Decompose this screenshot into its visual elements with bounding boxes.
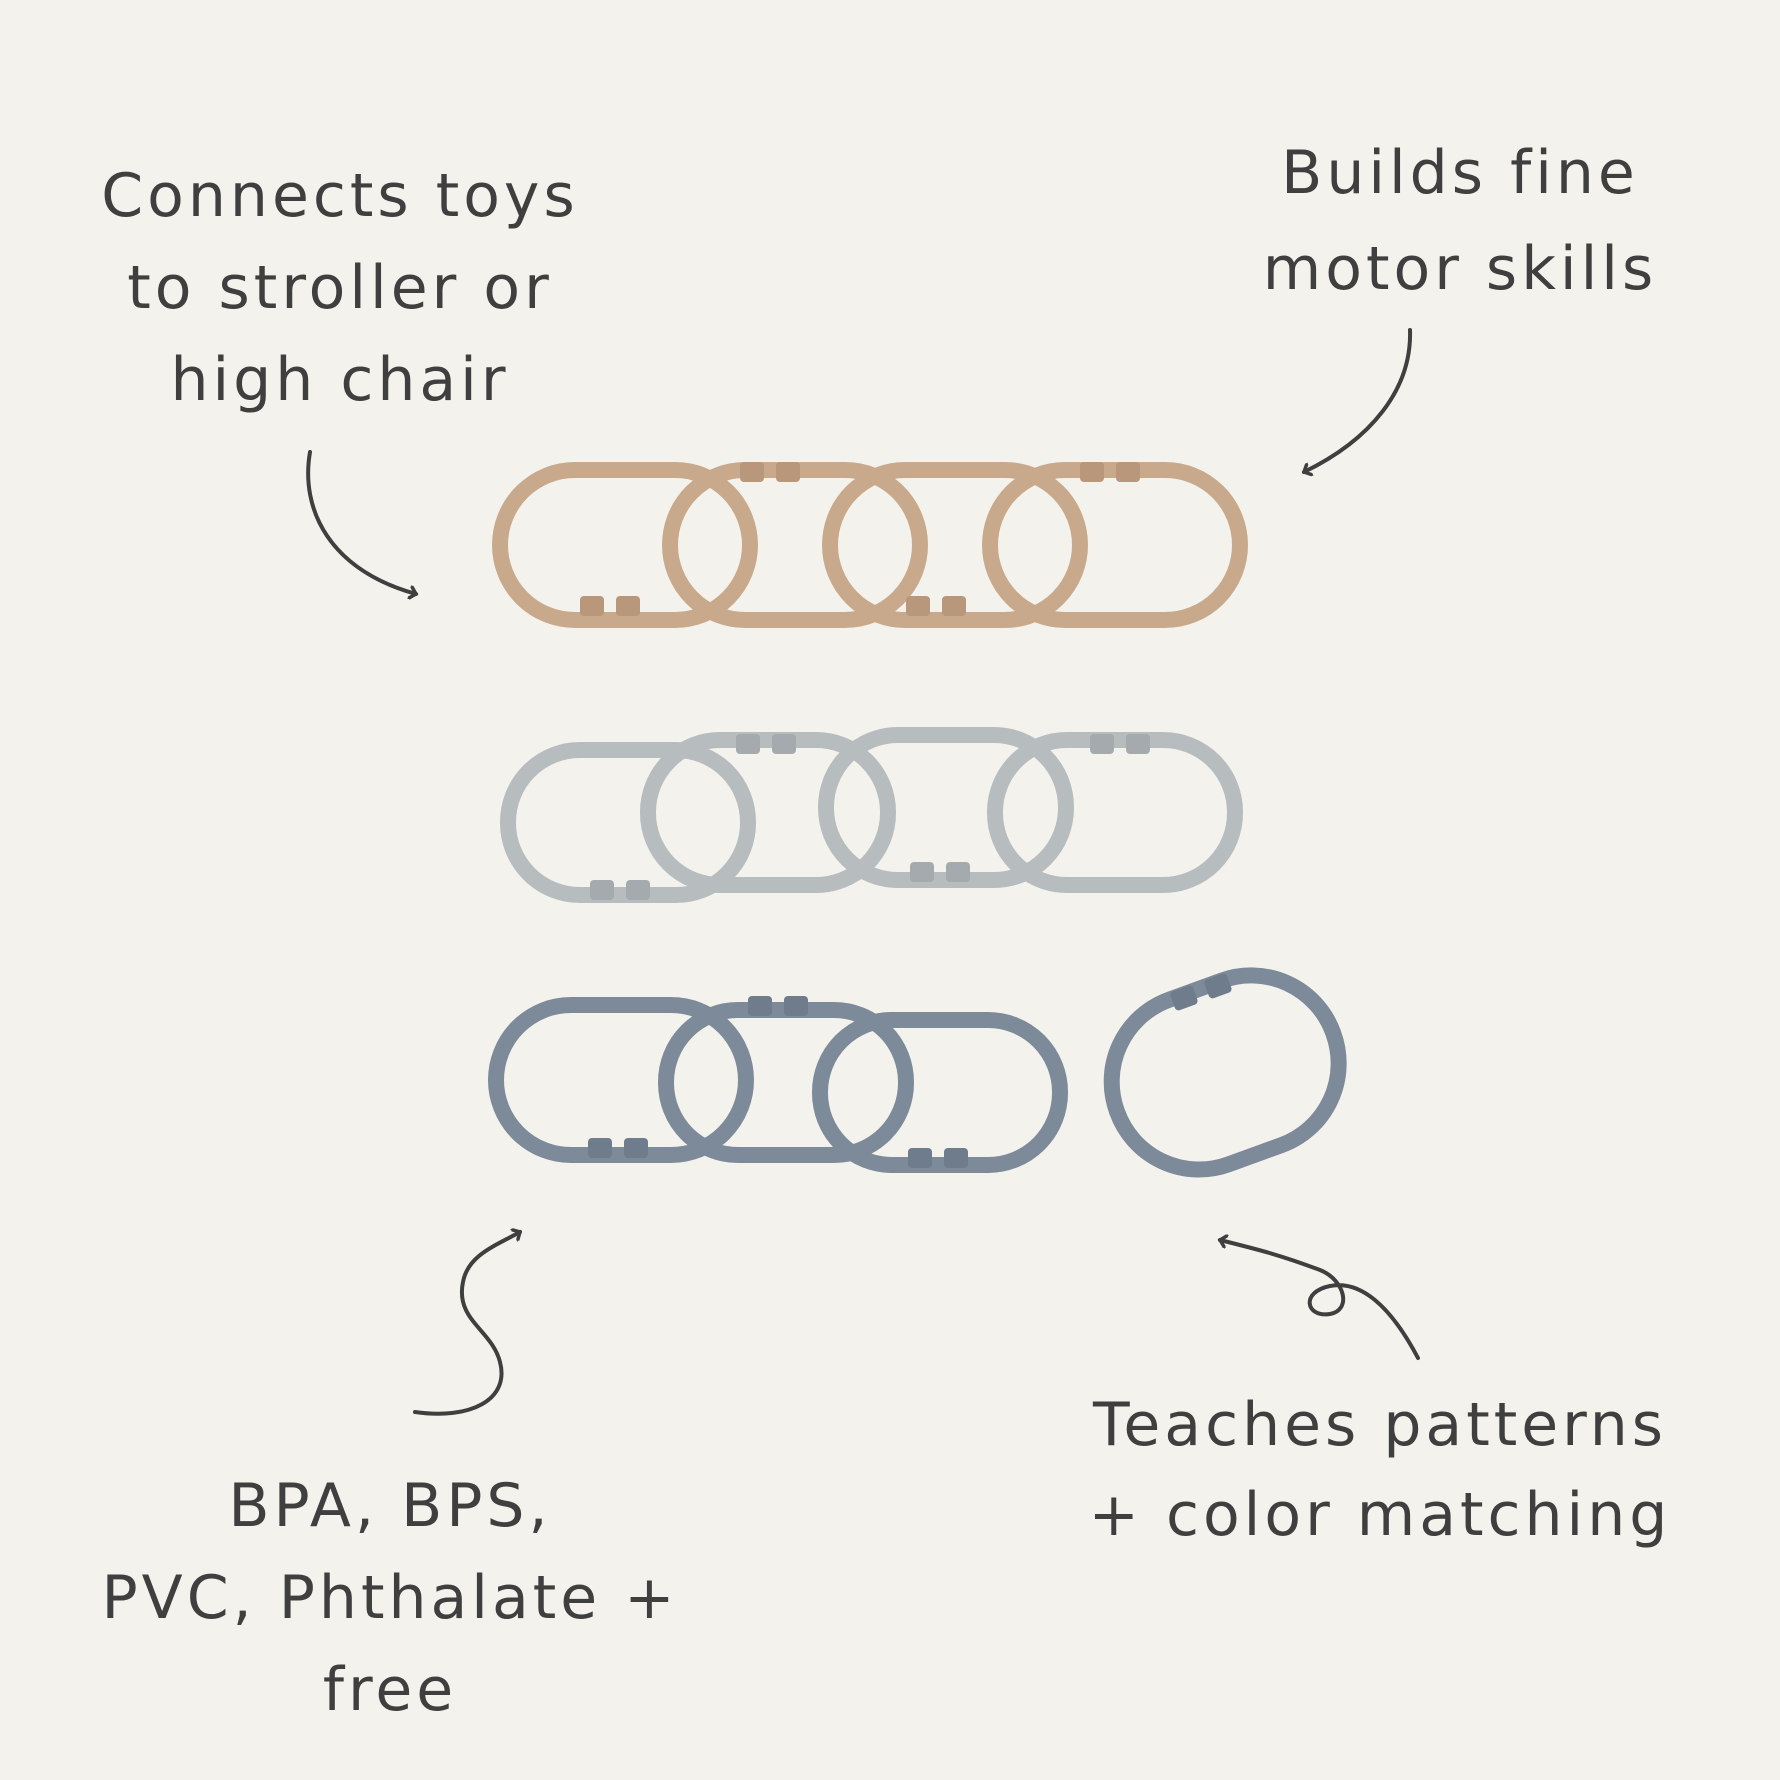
tan-link xyxy=(662,462,928,628)
tan-clasp xyxy=(906,596,930,616)
callout-line: PVC, Phthalate + xyxy=(101,1563,679,1633)
blue-clasp xyxy=(588,1138,612,1158)
callout-line: Connects toys xyxy=(101,161,579,231)
gray-link xyxy=(500,742,756,903)
blue-link-row xyxy=(488,967,1347,1178)
arrow-motor xyxy=(1304,328,1413,472)
tan-link-row xyxy=(492,462,1248,628)
tan-clasp xyxy=(580,596,604,616)
blue-clasp xyxy=(944,1148,968,1168)
arrow-free xyxy=(413,1232,520,1416)
gray-clasp xyxy=(772,734,796,754)
arrow-connects xyxy=(306,450,416,594)
blue-link-single xyxy=(1103,967,1347,1178)
tan-clasp xyxy=(1080,462,1104,482)
blue-clasp xyxy=(748,996,772,1016)
callout-line: to stroller or xyxy=(127,253,553,323)
tan-link xyxy=(822,462,1088,628)
callout-bpa-free: BPA, BPS, PVC, Phthalate + free xyxy=(50,1460,730,1736)
tan-link xyxy=(982,462,1248,628)
blue-clasp xyxy=(1170,985,1198,1011)
gray-clasp xyxy=(590,880,614,900)
callout-line: Builds fine xyxy=(1281,138,1639,208)
gray-clasp xyxy=(1090,734,1114,754)
callout-line: free xyxy=(322,1655,458,1725)
gray-link-row xyxy=(500,727,1243,903)
callout-line: BPA, BPS, xyxy=(228,1471,552,1541)
blue-link xyxy=(658,1002,914,1163)
gray-clasp xyxy=(626,880,650,900)
gray-link xyxy=(640,732,896,893)
tan-clasp xyxy=(776,462,800,482)
tan-clasp xyxy=(942,596,966,616)
callout-line: high chair xyxy=(170,345,510,415)
gray-clasp xyxy=(1126,734,1150,754)
gray-clasp xyxy=(946,862,970,882)
callout-line: + color matching xyxy=(1088,1480,1672,1550)
blue-link xyxy=(812,1012,1068,1173)
arrow-patterns xyxy=(1220,1240,1420,1360)
blue-link xyxy=(488,997,754,1163)
tan-link xyxy=(492,462,758,628)
blue-clasp xyxy=(784,996,808,1016)
blue-clasp xyxy=(1204,973,1232,999)
callout-patterns: Teaches patterns + color matching xyxy=(1020,1380,1740,1560)
gray-clasp xyxy=(910,862,934,882)
gray-link xyxy=(987,732,1243,893)
callout-connects-toys: Connects toys to stroller or high chair xyxy=(40,150,640,426)
gray-link xyxy=(818,727,1074,888)
tan-clasp xyxy=(740,462,764,482)
callout-motor-skills: Builds fine motor skills xyxy=(1180,125,1740,317)
tan-clasp xyxy=(616,596,640,616)
callout-line: Teaches patterns xyxy=(1092,1390,1668,1460)
blue-clasp xyxy=(908,1148,932,1168)
gray-clasp xyxy=(736,734,760,754)
blue-clasp xyxy=(624,1138,648,1158)
tan-clasp xyxy=(1116,462,1140,482)
callout-line: motor skills xyxy=(1262,234,1658,304)
